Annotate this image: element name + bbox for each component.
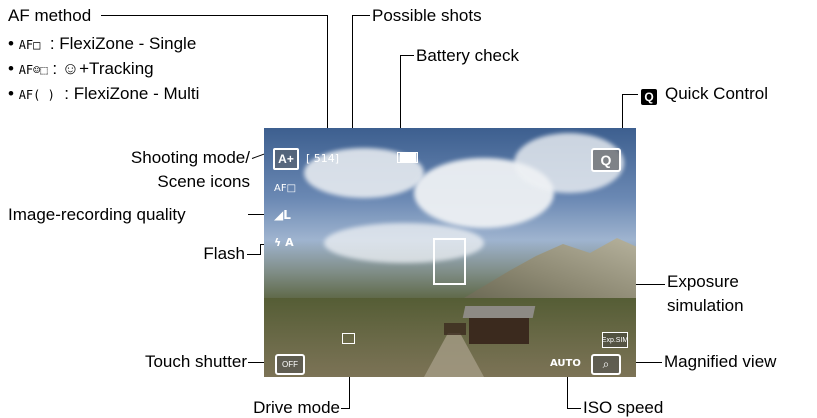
af-method-label: AF method [8, 6, 92, 25]
exposure-sim-label-2: simulation [667, 296, 744, 315]
af-method-leader-down [327, 15, 328, 145]
flash-leader-v [260, 244, 261, 255]
quick-control-icon: Q [641, 89, 657, 105]
af-list-item: • AF( ) : FlexiZone - Multi [8, 84, 200, 103]
touch-shutter-leader [248, 362, 276, 363]
flash-leader-h [247, 254, 261, 255]
battery-check-leader-down [400, 55, 401, 145]
drive-mode-label: Drive mode [253, 398, 340, 417]
exposure-sim-indicator: Exp.SIM [602, 332, 628, 348]
exposure-sim-leader [613, 284, 665, 285]
battery-check-leader [400, 55, 414, 56]
drive-mode-icon [342, 333, 355, 344]
af-list-item: • AF□ : FlexiZone - Single [8, 34, 197, 53]
cloud-image [304, 148, 424, 198]
shooting-mode-label: Shooting mode/ [130, 148, 250, 167]
cabin-image [469, 318, 529, 344]
shooting-mode-icon[interactable]: A+ [273, 148, 299, 170]
iso-speed-leader [567, 408, 581, 409]
quick-control-leader [622, 94, 638, 95]
iso-speed-label: ISO speed [583, 398, 664, 417]
possible-shots-readout: [ 514] [306, 152, 340, 165]
touch-shutter-label: Touch shutter [144, 352, 247, 371]
exposure-sim-label: Exposure [667, 272, 739, 291]
af-method-leader [101, 15, 328, 16]
flash-icon: ϟ A [274, 236, 294, 249]
magnified-view-label: Magnified view [664, 352, 777, 371]
quick-control-leader-down [622, 94, 623, 146]
battery-check-label: Battery check [416, 46, 519, 65]
possible-shots-label: Possible shots [372, 6, 482, 25]
magnified-view-leader [634, 362, 662, 363]
image-quality-label: Image-recording quality [8, 205, 186, 224]
possible-shots-leader [352, 15, 370, 16]
af-point-frame[interactable] [433, 238, 466, 285]
possible-shots-leader-down [352, 15, 353, 145]
battery-icon: ███ [397, 152, 419, 163]
mountain-image [464, 238, 636, 298]
drive-mode-leader-up [349, 348, 350, 409]
af-indicator: AF□ [274, 183, 297, 194]
cloud-image [324, 223, 484, 263]
iso-readout: AUTO [550, 358, 581, 369]
live-view-screen[interactable]: A+ [ 514] ███ AF□ ◢L ϟ A Q OFF AUTO Exp.… [264, 128, 636, 377]
magnify-button[interactable]: ⌕ [591, 354, 621, 375]
drive-mode-leader [341, 408, 350, 409]
cabin-roof-image [462, 306, 536, 318]
image-quality-icon: ◢L [274, 208, 291, 222]
touch-shutter-button[interactable]: OFF [275, 354, 305, 375]
iso-speed-leader-up [567, 372, 568, 409]
cabin-small-image [444, 323, 466, 335]
af-list-item: • AF☺⬚ : ☺+Tracking [8, 59, 154, 78]
quick-control-button[interactable]: Q [591, 148, 621, 172]
flash-label: Flash [203, 244, 245, 263]
scene-icons-label-text: Scene icons [157, 172, 250, 191]
